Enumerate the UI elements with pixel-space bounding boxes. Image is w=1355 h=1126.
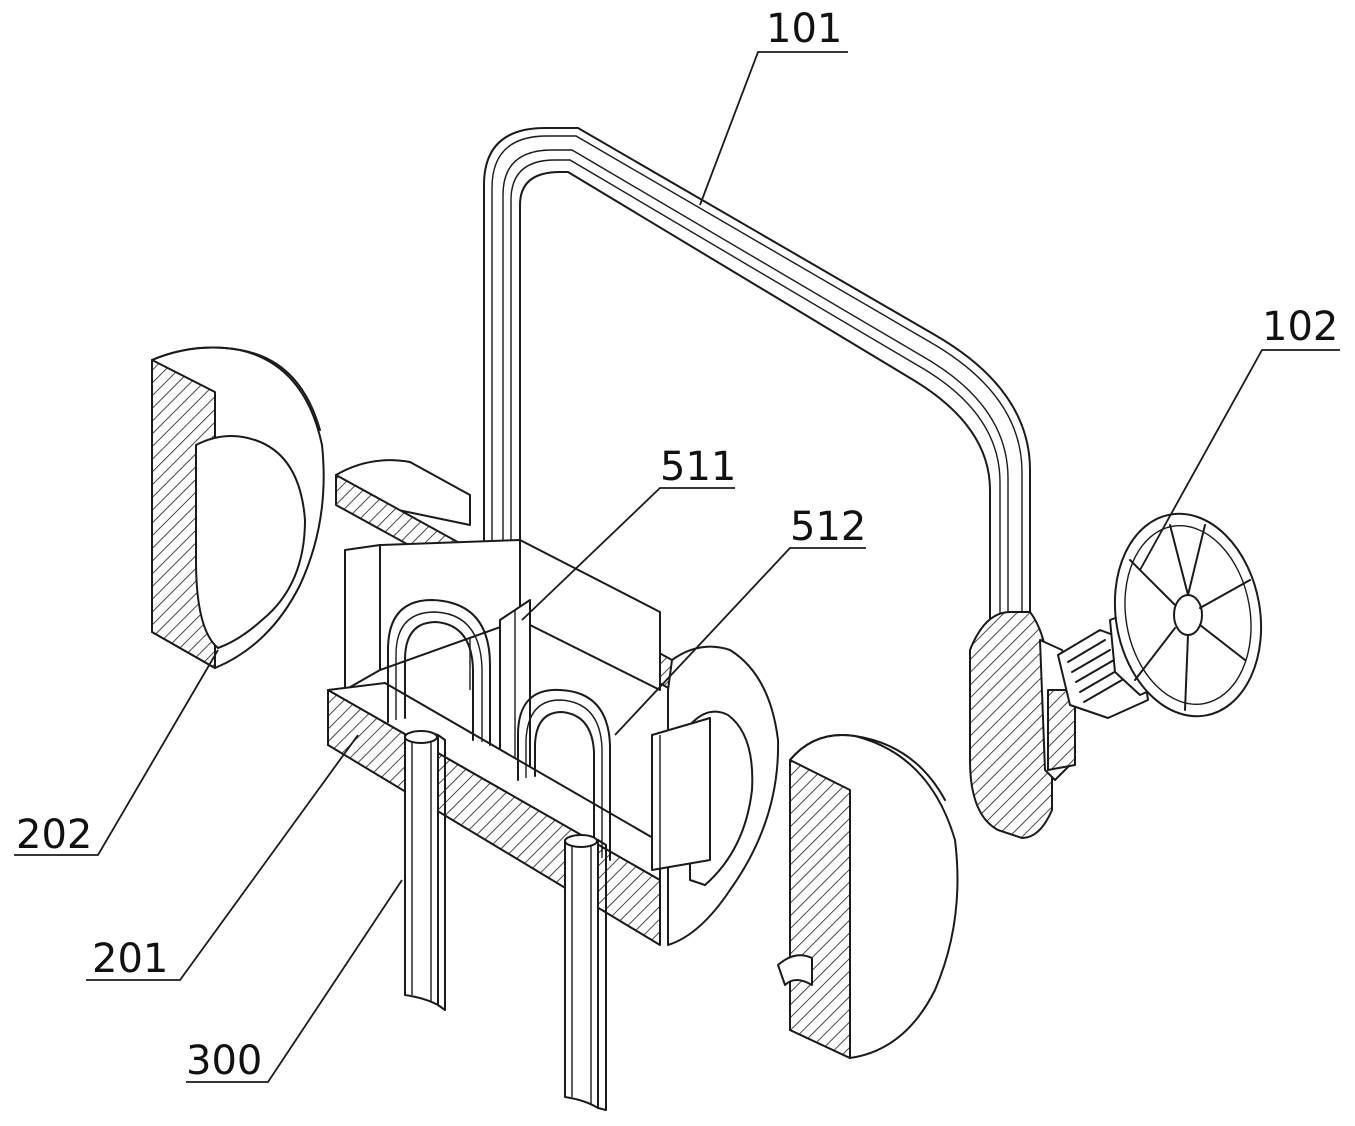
- label-101: 101: [766, 6, 842, 52]
- label-300: 300: [186, 1038, 262, 1084]
- pipe-300: [404, 730, 607, 1111]
- label-512: 512: [790, 504, 866, 550]
- end-cap-right: [777, 734, 959, 1059]
- part-labels: 101 102 511 512 202 201 300: [16, 6, 1338, 1084]
- exchanger-body: [327, 459, 780, 946]
- end-cap-202: [151, 346, 325, 669]
- label-202: 202: [16, 812, 92, 858]
- label-511: 511: [660, 444, 736, 490]
- leader-lines: [14, 51, 1340, 1083]
- label-102: 102: [1262, 304, 1338, 350]
- pipe-101: [483, 127, 1031, 626]
- valve-102: [969, 512, 1263, 839]
- label-201: 201: [92, 936, 168, 982]
